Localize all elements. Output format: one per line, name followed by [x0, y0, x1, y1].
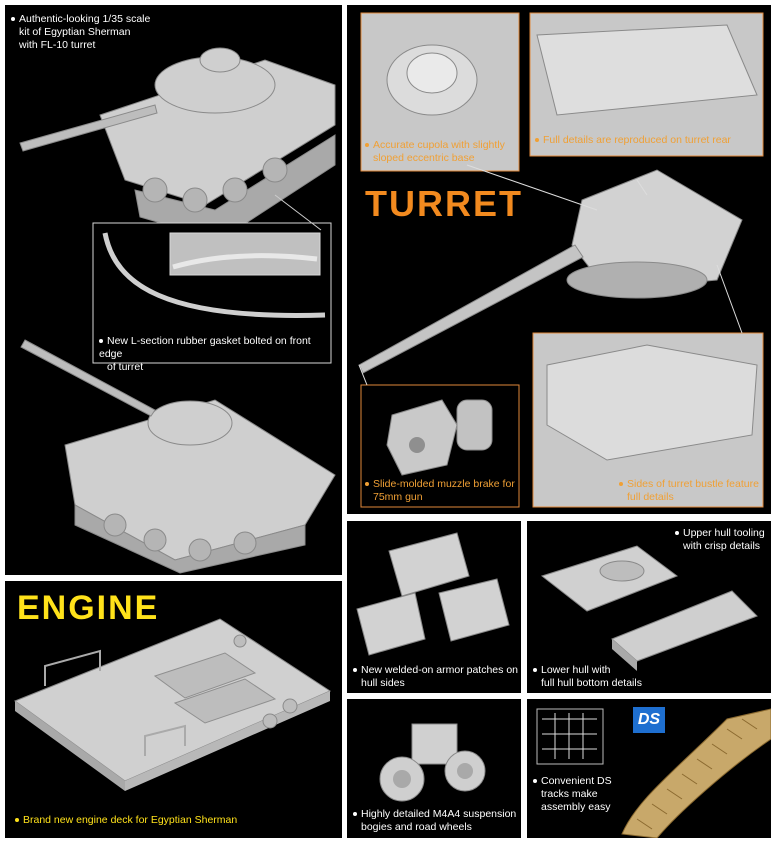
- caption-turret-rear: Full details are reproduced on turret re…: [535, 134, 760, 147]
- suspension-panel: Highly detailed M4A4 suspension bogies a…: [347, 699, 521, 838]
- engine-panel: ENGINE Brand new engine deck for Egyptia…: [5, 581, 342, 838]
- bullet-icon: [11, 17, 15, 22]
- bullet-icon: [533, 779, 537, 784]
- tank-top-image: [19, 47, 336, 241]
- suspension-bogie-image: [379, 723, 486, 802]
- bullet-icon: [619, 482, 623, 487]
- caption-bustle: Sides of turret bustle feature full deta…: [619, 478, 759, 504]
- caption-ds-tracks: Convenient DS tracks make assembly easy: [533, 775, 643, 814]
- caption-hull-main: Authentic-looking 1/35 scale kit of Egyp…: [11, 13, 151, 52]
- caption-cupola: Accurate cupola with slightly sloped ecc…: [365, 139, 515, 165]
- caption-lower-hull: Lower hull with full hull bottom details: [533, 664, 733, 690]
- hull-parts-image: [540, 545, 758, 671]
- tank-illustrations: [19, 47, 336, 574]
- caption-armor-patches: New welded-on armor patches on hull side…: [353, 664, 518, 690]
- turret-title: TURRET: [365, 183, 523, 224]
- bullet-icon: [353, 668, 357, 673]
- caption-engine: Brand new engine deck for Egyptian Sherm…: [15, 814, 315, 827]
- engine-deck-image: [13, 618, 332, 791]
- turret-illustrations: [358, 12, 764, 508]
- bullet-icon: [365, 143, 369, 148]
- bullet-icon: [365, 482, 369, 487]
- engine-title: ENGINE: [17, 589, 160, 627]
- turret-panel: TURRET Accurate cupola with slightly slo…: [347, 5, 771, 514]
- bullet-icon: [675, 531, 679, 536]
- bullet-icon: [15, 818, 19, 823]
- ds-tracks-panel: DS Convenient DS tracks make assembly ea…: [527, 699, 771, 838]
- bullet-icon: [533, 668, 537, 673]
- bullet-icon: [99, 339, 103, 344]
- caption-muzzle-brake: Slide-molded muzzle brake for 75mm gun: [365, 478, 515, 504]
- bullet-icon: [353, 812, 357, 817]
- caption-gasket: New L-section rubber gasket bolted on fr…: [99, 335, 311, 373]
- gasket-inset: [92, 194, 332, 364]
- hull-tooling-panel: Upper hull tooling with crisp details Lo…: [527, 521, 771, 693]
- tank-bottom-image: [20, 339, 336, 574]
- ds-logo: DS: [633, 707, 665, 733]
- bullet-icon: [535, 138, 539, 143]
- ds-tracks-image: [536, 708, 771, 838]
- caption-suspension: Highly detailed M4A4 suspension bogies a…: [353, 808, 521, 834]
- caption-upper-hull: Upper hull tooling with crisp details: [675, 527, 771, 553]
- armor-patches-panel: New welded-on armor patches on hull side…: [347, 521, 521, 693]
- armor-patches-image: [356, 532, 510, 656]
- hull-panel: Authentic-looking 1/35 scale kit of Egyp…: [5, 5, 342, 575]
